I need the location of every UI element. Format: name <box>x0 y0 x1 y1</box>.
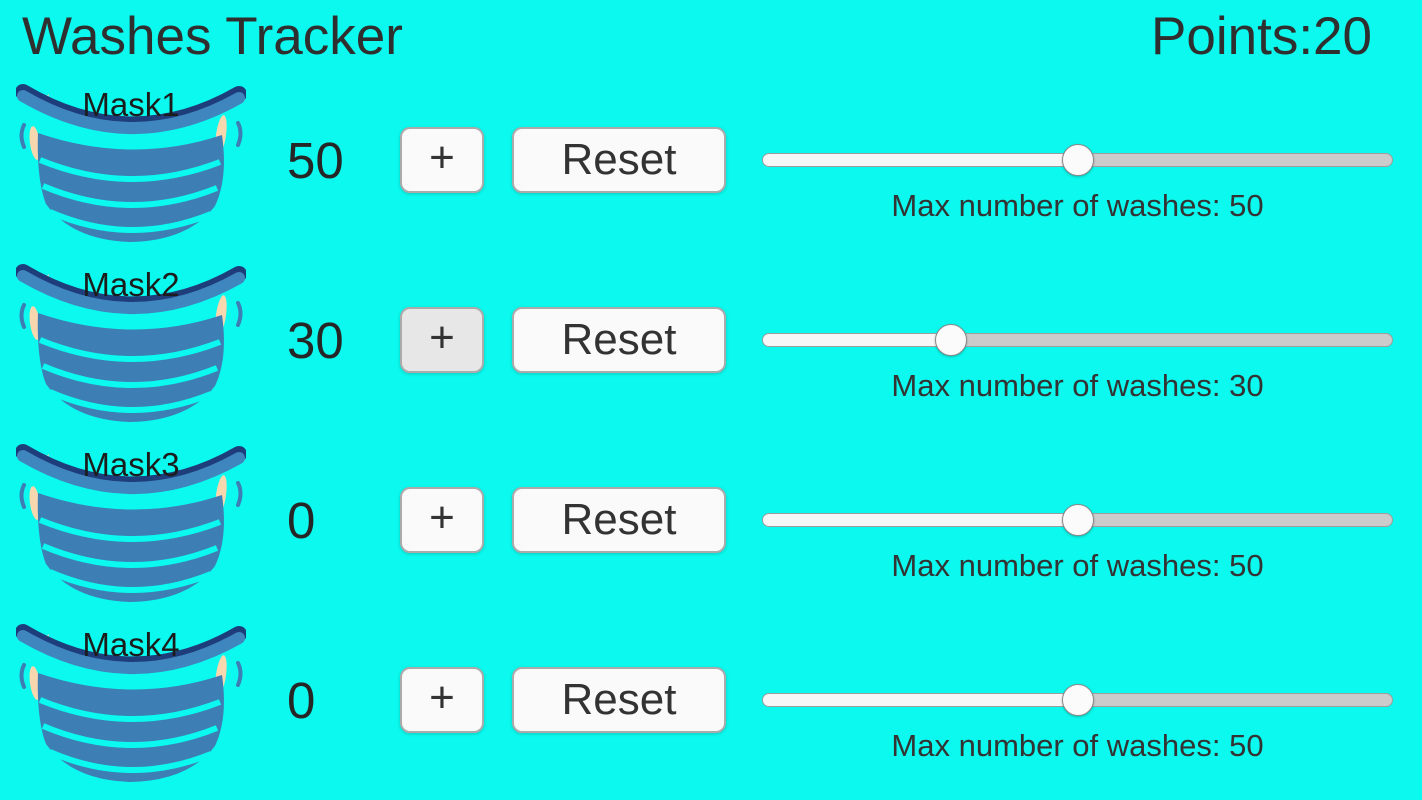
face-mask-icon <box>16 264 246 422</box>
face-mask-image: Mask4 <box>16 622 246 786</box>
slider-thumb[interactable] <box>935 324 968 356</box>
reset-button[interactable]: Reset <box>512 307 726 373</box>
mask-row: Mask3 0 + Reset Max number of washes: 50 <box>0 442 1422 622</box>
reset-button[interactable]: Reset <box>512 127 726 193</box>
wash-count-value: 30 <box>287 311 344 369</box>
mask-row: Mask4 0 + Reset Max number of washes: 50 <box>0 622 1422 800</box>
increment-wash-button[interactable]: + <box>400 307 484 373</box>
slider-fill <box>763 514 1078 526</box>
mask-rows: Mask1 50 + Reset Max number of washes: 5… <box>0 82 1422 800</box>
slider-track[interactable] <box>762 333 1393 347</box>
max-washes-slider[interactable] <box>762 504 1393 536</box>
max-washes-label: Max number of washes: 50 <box>891 728 1264 763</box>
max-washes-slider[interactable] <box>762 144 1393 176</box>
mask-row: Mask2 30 + Reset Max number of washes: 3… <box>0 262 1422 442</box>
mask-name-label: Mask1 <box>82 86 180 123</box>
points-value: 20 <box>1313 7 1372 66</box>
app-title: Washes Tracker <box>22 7 403 66</box>
max-washes-slider[interactable] <box>762 324 1393 356</box>
face-mask-icon <box>16 84 246 242</box>
slider-fill <box>763 334 952 346</box>
reset-button[interactable]: Reset <box>512 667 726 733</box>
wash-count-value: 0 <box>287 491 316 549</box>
max-washes-label: Max number of washes: 50 <box>891 188 1264 223</box>
slider-fill <box>763 154 1078 166</box>
points-display: Points:20 <box>1151 6 1372 67</box>
increment-wash-button[interactable]: + <box>400 487 484 553</box>
mask-name-label: Mask4 <box>82 626 180 663</box>
slider-thumb[interactable] <box>1061 144 1094 176</box>
points-label: Points: <box>1151 7 1314 66</box>
max-washes-label: Max number of washes: 50 <box>891 548 1264 583</box>
max-washes-slider[interactable] <box>762 684 1393 716</box>
mask-row: Mask1 50 + Reset Max number of washes: 5… <box>0 82 1422 262</box>
wash-count-value: 0 <box>287 671 316 729</box>
wash-count-value: 50 <box>287 131 344 189</box>
mask-name-label: Mask3 <box>82 446 180 483</box>
mask-name-label: Mask2 <box>82 266 180 303</box>
increment-wash-button[interactable]: + <box>400 127 484 193</box>
slider-thumb[interactable] <box>1061 504 1094 536</box>
slider-thumb[interactable] <box>1061 684 1094 716</box>
face-mask-icon <box>16 624 246 782</box>
face-mask-image: Mask3 <box>16 442 246 606</box>
face-mask-image: Mask1 <box>16 82 246 246</box>
max-washes-label: Max number of washes: 30 <box>891 368 1264 403</box>
slider-fill <box>763 694 1078 706</box>
face-mask-icon <box>16 444 246 602</box>
increment-wash-button[interactable]: + <box>400 667 484 733</box>
face-mask-image: Mask2 <box>16 262 246 426</box>
reset-button[interactable]: Reset <box>512 487 726 553</box>
